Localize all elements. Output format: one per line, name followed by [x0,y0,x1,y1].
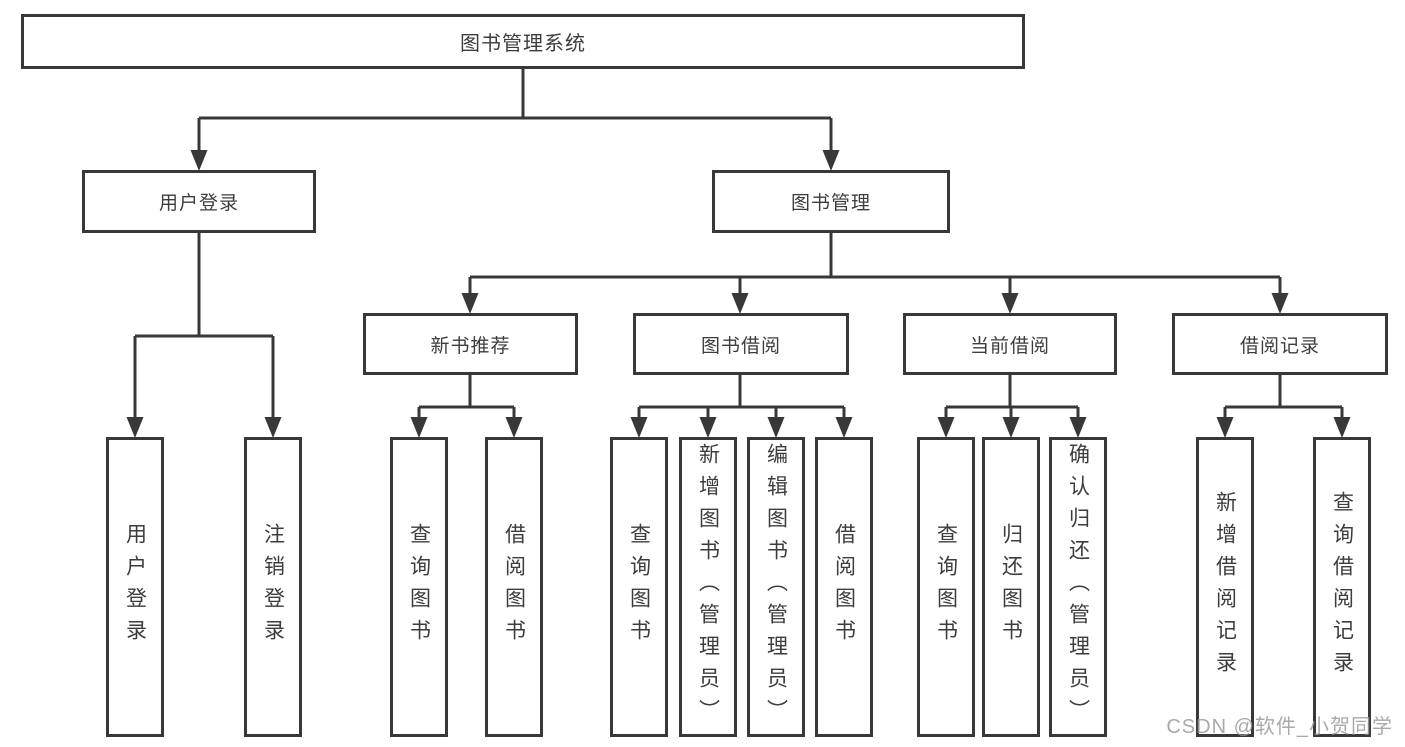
node-user-login-branch: 用户登录 [82,170,316,233]
leaf-label: 用户登录 [123,523,147,651]
leaf-label: 查询图书 [934,523,958,651]
leaf-return-books: 归还图书 [982,437,1040,737]
leaf-borrow-books-recommend: 借阅图书 [485,437,543,737]
leaf-label: 借阅图书 [832,523,856,651]
node-label: 图书管理系统 [460,33,586,55]
node-label: 用户登录 [158,193,239,214]
node-label: 新书推荐 [430,335,511,357]
leaf-label: 查询图书 [407,523,431,651]
leaf-add-borrow-record: 新增借阅记录 [1196,437,1254,737]
node-label: 当前借阅 [969,335,1050,357]
leaf-add-book-admin: 新增图书（管理员） [679,437,737,737]
leaf-label: 查询借阅记录 [1330,491,1354,683]
leaf-label: 确认归还（管理员） [1066,443,1090,731]
node-label: 图书借阅 [700,335,781,357]
leaf-confirm-return-admin: 确认归还（管理员） [1049,437,1107,737]
leaf-borrow-books-borrowing: 借阅图书 [815,437,873,737]
leaf-label: 查询图书 [627,523,651,651]
leaf-label: 编辑图书（管理员） [764,443,788,731]
leaf-edit-book-admin: 编辑图书（管理员） [747,437,805,737]
leaf-logout: 注销登录 [244,437,302,737]
node-book-management-branch: 图书管理 [712,170,950,233]
leaf-label: 新增图书（管理员） [696,443,720,731]
leaf-label: 注销登录 [261,523,285,651]
node-label: 图书管理 [790,193,871,214]
node-library-management-system: 图书管理系统 [21,14,1025,69]
node-book-borrowing: 图书借阅 [633,313,849,375]
leaf-query-books-current: 查询图书 [917,437,975,737]
leaf-query-books-borrowing: 查询图书 [610,437,668,737]
node-current-borrowing: 当前借阅 [903,313,1117,375]
leaf-label: 归还图书 [999,523,1023,651]
leaf-label: 新增借阅记录 [1213,491,1237,683]
leaf-label: 借阅图书 [502,523,526,651]
node-label: 借阅记录 [1239,335,1320,357]
node-new-book-recommendation: 新书推荐 [363,313,578,375]
watermark: CSDN @软件_小贺同学 [1166,716,1393,738]
leaf-query-books-recommend: 查询图书 [390,437,448,737]
node-borrowing-records: 借阅记录 [1172,313,1388,375]
leaf-query-borrow-record: 查询借阅记录 [1313,437,1371,737]
leaf-user-login: 用户登录 [106,437,164,737]
